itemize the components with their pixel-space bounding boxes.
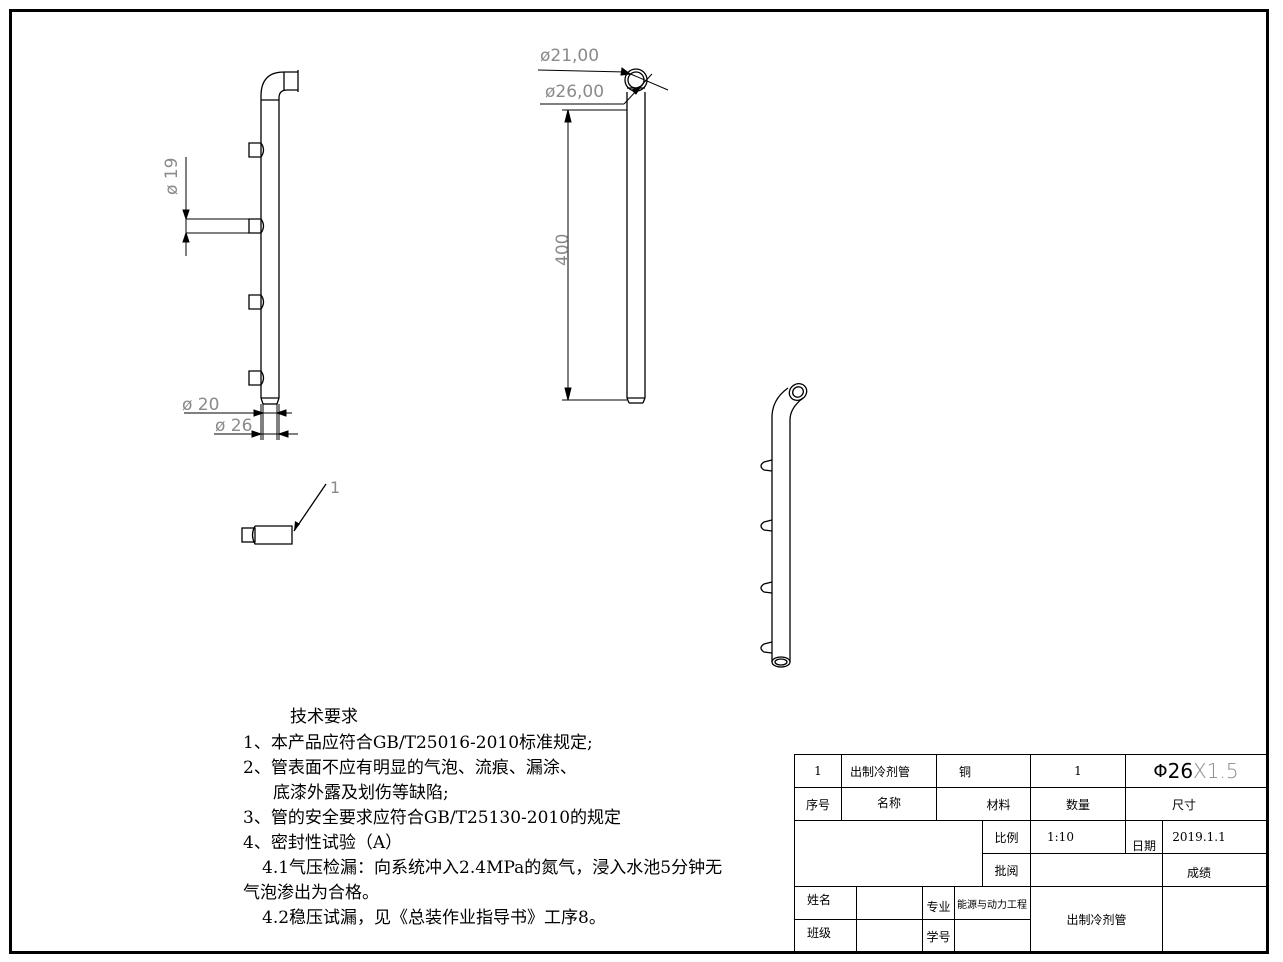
major-value: 能源与动力工程 (957, 899, 1027, 911)
date-value: 2019.1.1 (1172, 830, 1226, 844)
header-quantity: 数量 (1065, 797, 1090, 812)
requirement-line: 底漆外露及划伤等缺陷; (273, 783, 449, 803)
dim-phi21: ø21,00 (540, 46, 600, 66)
branch-stubs (248, 142, 265, 386)
review-label: 批阅 (994, 863, 1019, 878)
requirements-title: 技术要求 (290, 707, 358, 727)
front-dimensions (182, 157, 298, 440)
requirement-line: 1、本产品应符合GB/T25016-2010标准规定; (243, 733, 593, 753)
header-material: 材料 (986, 797, 1011, 812)
date-label: 日期 (1131, 838, 1156, 853)
header-size: 尺寸 (1171, 797, 1196, 812)
requirement-line: 4、密封性试验（A） (243, 833, 403, 853)
requirement-line: 气泡渗出为合格。 (243, 883, 379, 903)
side-dimensions (537, 67, 669, 401)
grade-label: 成绩 (1186, 865, 1211, 880)
front-view (248, 70, 299, 405)
header-no: 序号 (805, 797, 830, 812)
balloon-arrow (294, 521, 300, 531)
part-material: 铜 (959, 764, 972, 779)
size-diameter: 26 (1167, 759, 1194, 783)
balloon-number: 1 (330, 478, 341, 497)
dim-phi26-side: ø 26 (215, 416, 253, 436)
requirement-line: 4.2稳压试漏，见《总装作业指导书》工序8。 (262, 908, 606, 928)
class-label: 班级 (806, 926, 831, 940)
side-view (624, 68, 648, 404)
requirement-line: 4.1气压检漏：向系统冲入2.4MPa的氮气，浸入水池5分钟无 (262, 858, 723, 878)
dim-phi26-top: ø26,00 (545, 82, 605, 102)
dim-phi20: ø 20 (182, 395, 220, 415)
part-name: 出制冷剂管 (850, 764, 911, 779)
major-label: 专业 (926, 899, 951, 914)
title-block-grid (794, 754, 1267, 952)
part-number: 1 (814, 764, 822, 778)
size-phi-symbol: Φ (1153, 760, 1168, 782)
balloon-detail (241, 483, 327, 545)
scale-label: 比例 (994, 830, 1019, 845)
requirement-line: 3、管的安全要求应符合GB/T25130-2010的规定 (243, 808, 622, 828)
scale-value: 1:10 (1047, 830, 1074, 844)
drawing-title: 出制冷剂管 (1066, 913, 1127, 927)
dim-phi19: ø 19 (162, 157, 182, 195)
sheet-border (9, 9, 1269, 954)
part-quantity: 1 (1074, 764, 1082, 778)
size-thickness: X1.5 (1193, 759, 1239, 783)
header-name: 名称 (876, 795, 901, 810)
isometric-view (760, 383, 808, 668)
student-id-label: 学号 (926, 929, 951, 944)
name-label: 姓名 (806, 893, 831, 907)
requirement-line: 2、管表面不应有明显的气泡、流痕、漏涂、 (243, 758, 577, 778)
dim-length-400: 400 (553, 233, 573, 266)
